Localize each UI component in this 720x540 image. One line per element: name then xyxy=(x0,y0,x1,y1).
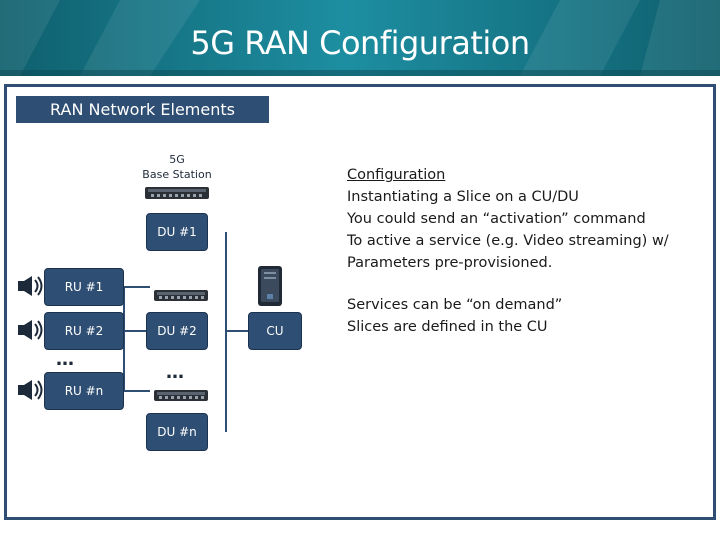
cu-server-icon xyxy=(258,266,282,306)
notes-line-6: Slices are defined in the CU xyxy=(347,319,548,335)
node-run: RU #n xyxy=(44,372,124,410)
notes-heading: Configuration xyxy=(347,167,446,183)
dun-switch-device-icon xyxy=(154,390,208,401)
node-ru2: RU #2 xyxy=(44,312,124,350)
notes-line-1: Instantiating a Slice on a CU/DU xyxy=(347,189,579,205)
notes-line-2: You could send an “activation” command xyxy=(347,211,646,227)
notes-line-3: To active a service (e.g. Video streamin… xyxy=(347,233,669,249)
title-banner: 5G RAN Configuration xyxy=(0,0,720,76)
antenna-icon-run xyxy=(18,380,43,400)
antenna-icon-ru1 xyxy=(18,276,43,296)
ru-ellipsis: … xyxy=(56,349,75,370)
du-switch-device-icon xyxy=(154,290,208,301)
base-station-device-icon xyxy=(145,187,209,199)
base-station-label-line1: 5G xyxy=(169,153,185,166)
node-dun: DU #n xyxy=(146,413,208,451)
page-title: 5G RAN Configuration xyxy=(190,24,530,62)
panel-tab-label: RAN Network Elements xyxy=(16,96,269,123)
notes-line-5: Services can be “on demand” xyxy=(347,297,563,313)
node-du1: DU #1 xyxy=(146,213,208,251)
notes-spacer xyxy=(347,274,697,294)
antenna-icon-ru2 xyxy=(18,320,43,340)
node-du2: DU #2 xyxy=(146,312,208,350)
base-station-label: 5G Base Station xyxy=(132,152,222,182)
base-station-label-line2: Base Station xyxy=(142,168,212,181)
notes-line-4: Parameters pre-provisioned. xyxy=(347,255,553,271)
connector-lines xyxy=(123,232,248,432)
node-ru1: RU #1 xyxy=(44,268,124,306)
configuration-notes: Configuration Instantiating a Slice on a… xyxy=(347,164,697,338)
du-ellipsis: … xyxy=(166,362,185,383)
node-cu: CU xyxy=(248,312,302,350)
banner-pattern xyxy=(0,0,720,76)
